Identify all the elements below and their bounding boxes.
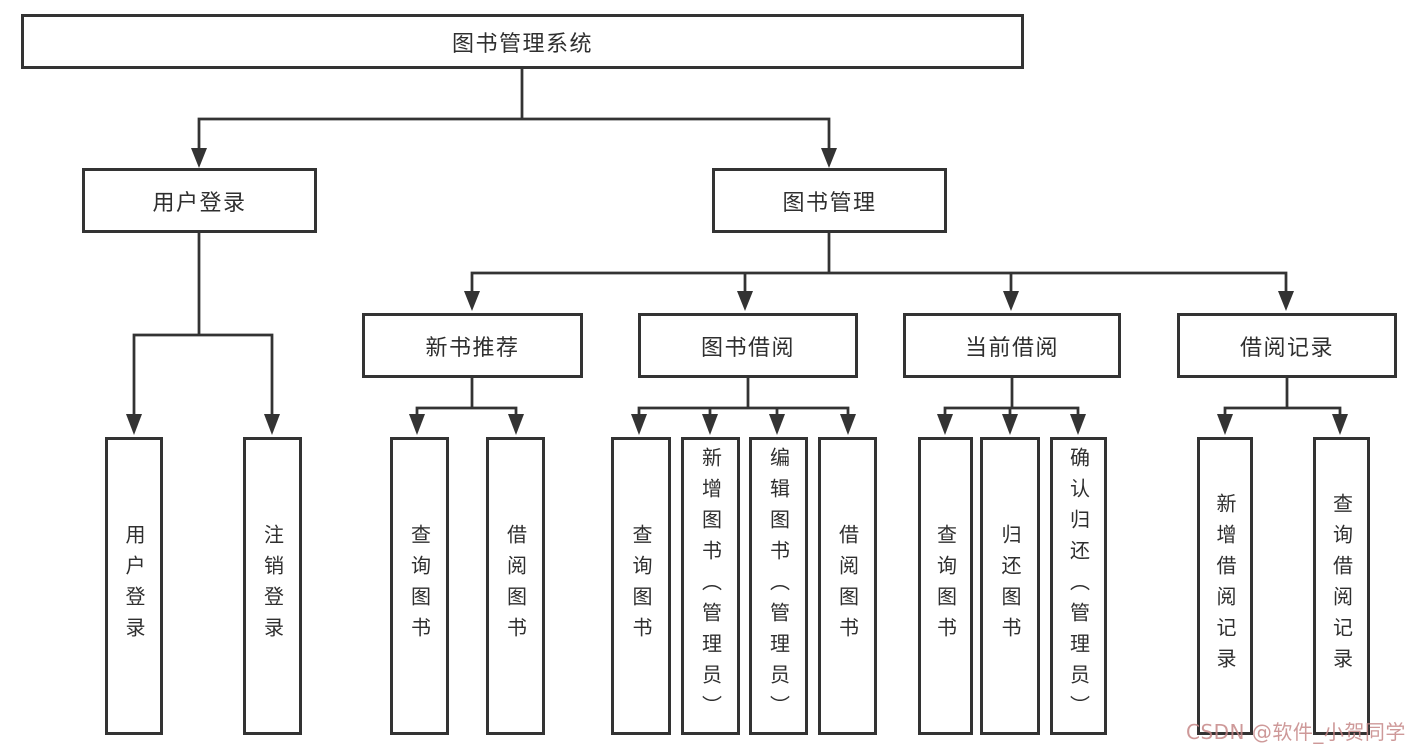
- node-user-login: 用户登录: [82, 168, 317, 233]
- node-query-borrow-record: 查询借阅记录: [1313, 437, 1370, 735]
- node-add-books-admin: 新增图书（管理员）: [681, 437, 740, 735]
- node-edit-books-admin: 编辑图书（管理员）: [749, 437, 808, 735]
- node-library-management-system: 图书管理系统: [21, 14, 1024, 69]
- node-add-borrow-record: 新增借阅记录: [1197, 437, 1253, 735]
- node-confirm-return-admin: 确认归还（管理员）: [1050, 437, 1107, 735]
- node-borrow-books-recommend: 借阅图书: [486, 437, 545, 735]
- node-logout: 注销登录: [243, 437, 302, 735]
- csdn-watermark: CSDN @软件_小贺同学: [1186, 720, 1405, 744]
- node-query-books-recommend: 查询图书: [390, 437, 449, 735]
- node-borrow-books: 借阅图书: [818, 437, 877, 735]
- node-borrowing-records: 借阅记录: [1177, 313, 1397, 378]
- node-book-borrowing: 图书借阅: [638, 313, 858, 378]
- node-user-login-leaf: 用户登录: [105, 437, 163, 735]
- node-book-management: 图书管理: [712, 168, 947, 233]
- node-query-books-current: 查询图书: [918, 437, 973, 735]
- node-current-borrowing: 当前借阅: [903, 313, 1121, 378]
- node-query-books-borrowing: 查询图书: [611, 437, 671, 735]
- node-new-book-recommendation: 新书推荐: [362, 313, 583, 378]
- node-return-books: 归还图书: [980, 437, 1040, 735]
